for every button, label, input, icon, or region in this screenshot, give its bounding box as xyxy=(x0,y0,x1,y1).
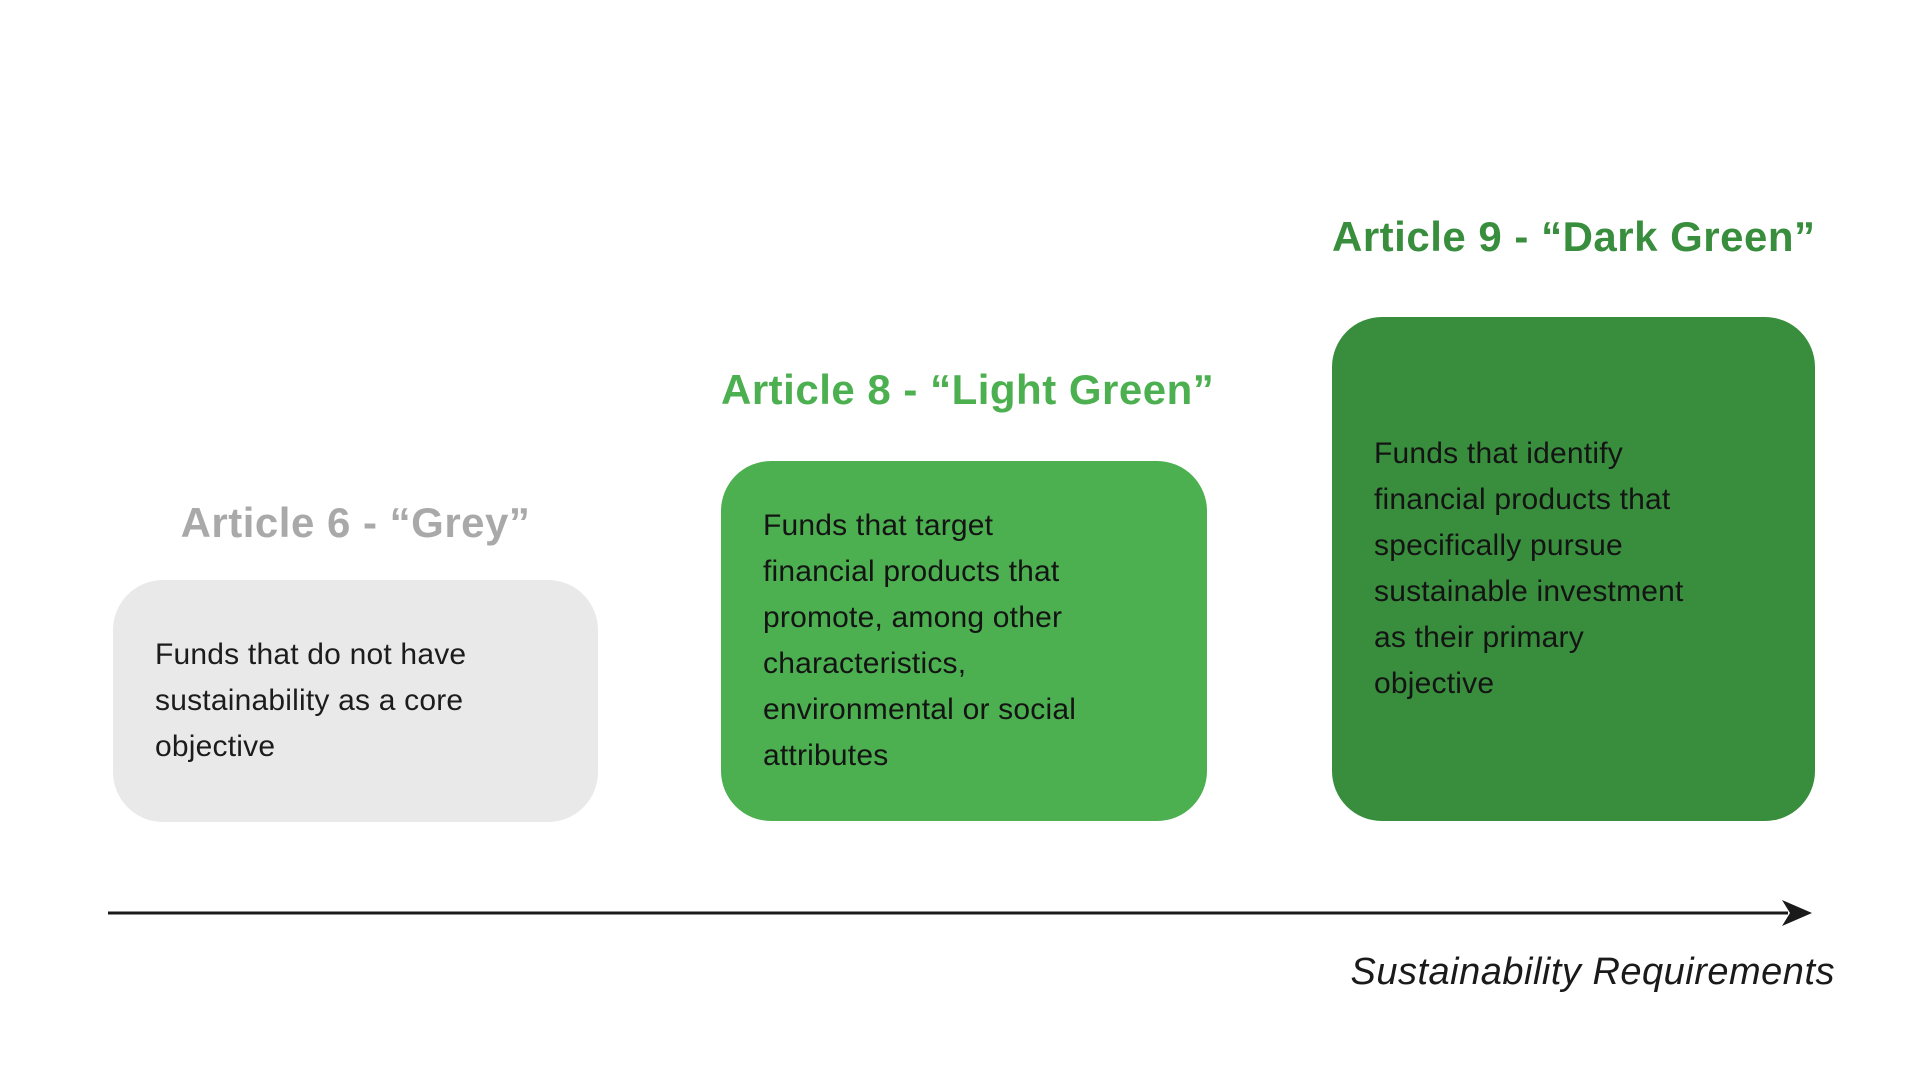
article9-title: Article 9 - “Dark Green” xyxy=(1332,213,1816,260)
article8-description: Funds that target financial products tha… xyxy=(763,509,1077,772)
article9-box: Funds that identify financial products t… xyxy=(1332,317,1815,821)
axis-arrow-icon xyxy=(108,900,1812,926)
article6-box: Funds that do not have sustainability as… xyxy=(113,580,598,822)
article8-box: Funds that target financial products tha… xyxy=(721,461,1207,821)
article8-title: Article 8 - “Light Green” xyxy=(721,366,1215,413)
article6-description: Funds that do not have sustainability as… xyxy=(155,638,467,763)
article6-title: Article 6 - “Grey” xyxy=(180,499,531,546)
article9-description: Funds that identify financial products t… xyxy=(1374,437,1684,700)
axis-label: Sustainability Requirements xyxy=(1350,951,1835,993)
